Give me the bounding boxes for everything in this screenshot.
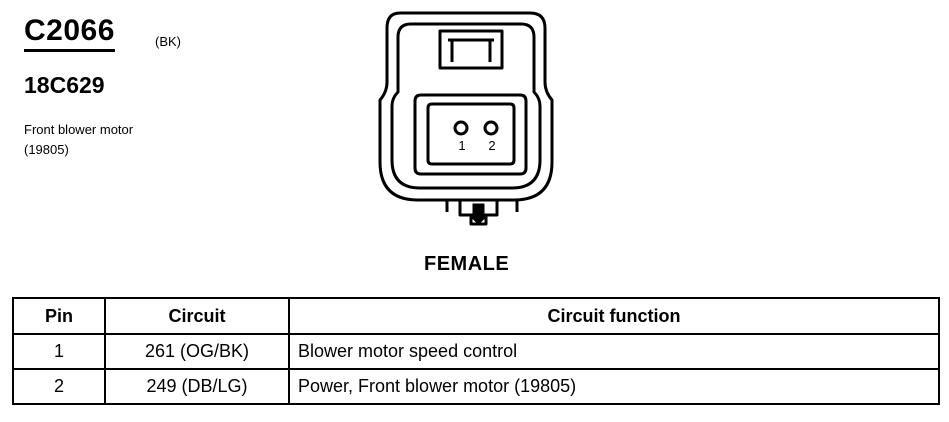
cell-circuit: 249 (DB/LG) <box>104 368 290 405</box>
header-circuit-function: Circuit function <box>288 297 940 335</box>
header-circuit: Circuit <box>104 297 290 335</box>
pin-label-1: 1 <box>458 138 465 153</box>
connector-face-diagram: 1 2 <box>378 11 554 226</box>
pin-socket-2 <box>483 120 499 136</box>
locking-latch <box>438 29 504 70</box>
pin-socket-1 <box>453 120 469 136</box>
cell-circuit: 261 (OG/BK) <box>104 333 290 370</box>
component-code: (19805) <box>24 142 69 157</box>
cell-function: Power, Front blower motor (19805) <box>288 368 940 405</box>
pin-label-2: 2 <box>488 138 495 153</box>
connector-color-code: (BK) <box>155 34 181 49</box>
connector-housing-inner-outline <box>390 22 542 190</box>
connector-housing-outline <box>378 11 554 202</box>
component-name: Front blower motor <box>24 122 134 137</box>
part-number: 18C629 <box>24 72 105 98</box>
cell-pin: 2 <box>12 368 106 405</box>
table-row: 1 261 (OG/BK) Blower motor speed control <box>12 333 940 370</box>
cell-pin: 1 <box>12 333 106 370</box>
table-header-row: Pin Circuit Circuit function <box>12 297 940 335</box>
pin-table: Pin Circuit Circuit function 1 261 (OG/B… <box>12 297 940 405</box>
key-arrow-icon <box>467 203 490 225</box>
connector-gender-label: FEMALE <box>424 253 510 275</box>
connector-id: C2066 <box>24 14 115 52</box>
terminal-cavity-outline <box>413 93 528 176</box>
cell-function: Blower motor speed control <box>288 333 940 370</box>
header-pin: Pin <box>12 297 106 335</box>
table-row: 2 249 (DB/LG) Power, Front blower motor … <box>12 368 940 405</box>
